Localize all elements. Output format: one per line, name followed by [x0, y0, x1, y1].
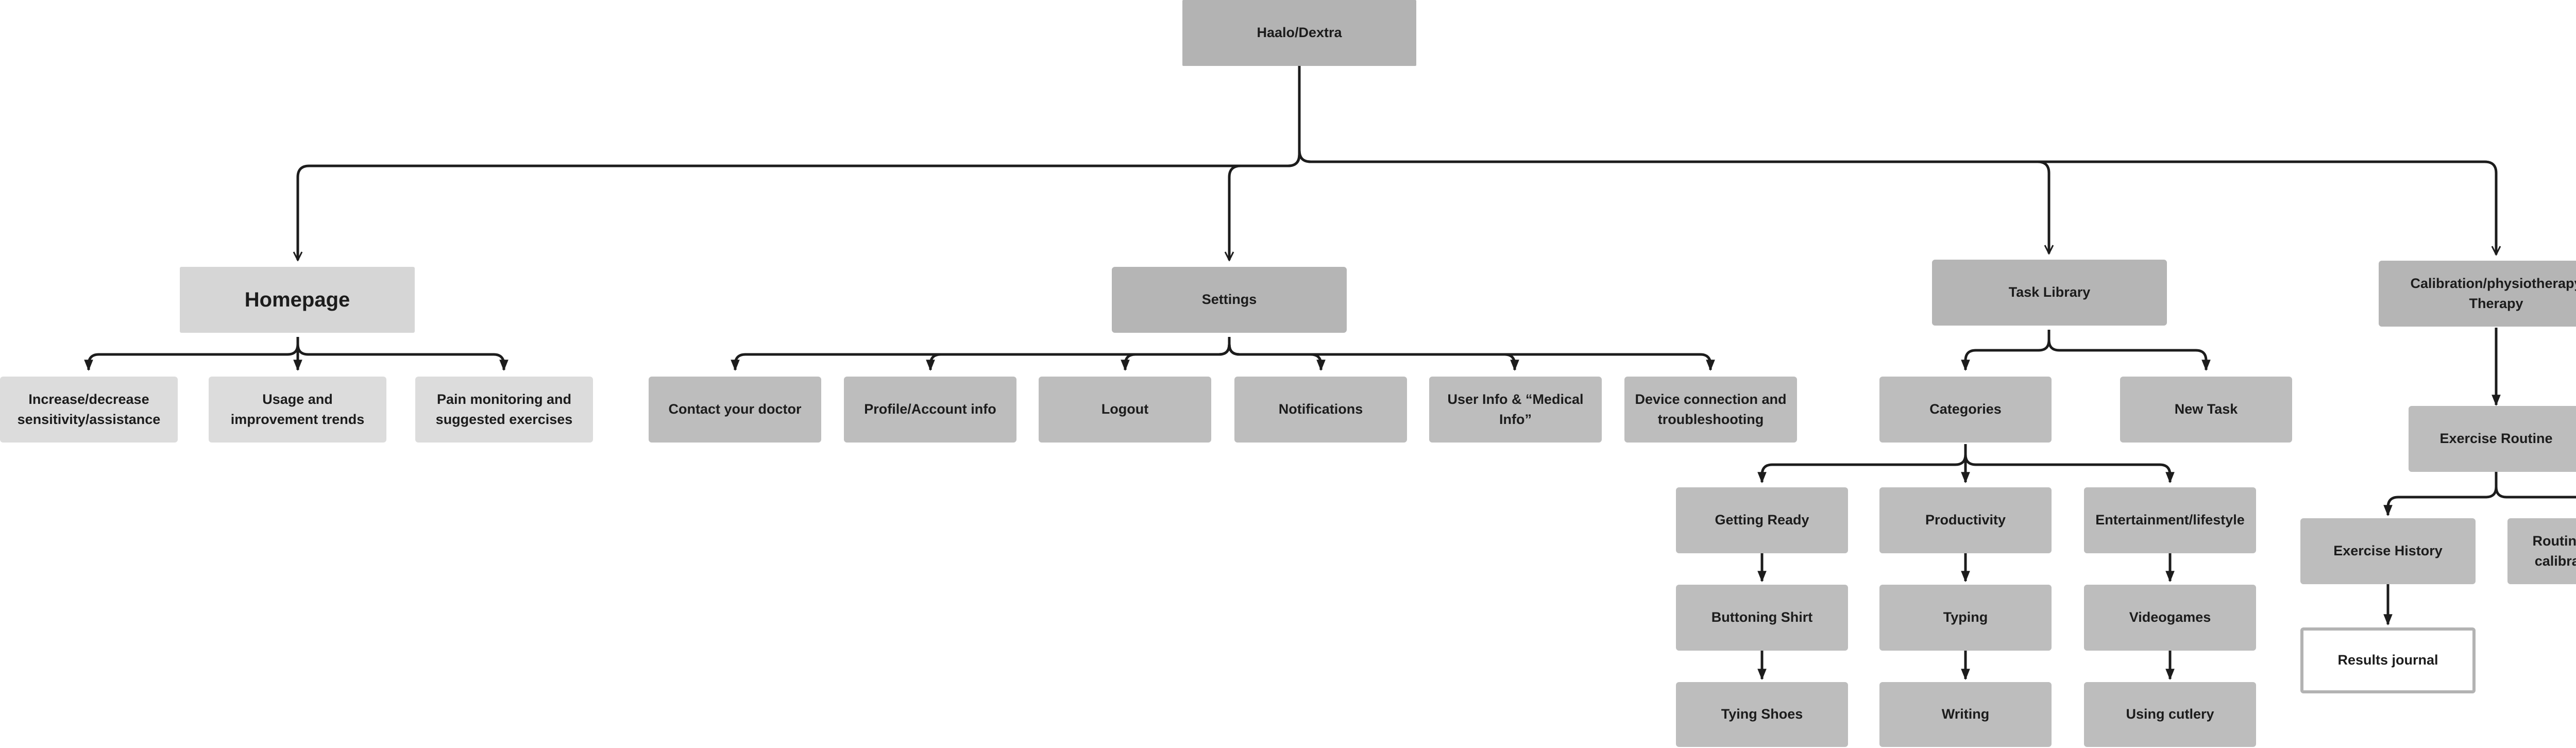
typing-node[interactable]: Typing [1879, 585, 2052, 651]
new-task-node[interactable]: New Task [2120, 377, 2292, 443]
edge-routine-routine-of-day [2495, 472, 2576, 499]
profile-account-node[interactable]: Profile/Account info [844, 377, 1016, 443]
tying-shoes-node[interactable]: Tying Shoes [1676, 682, 1848, 747]
edge-routine-exercise-history [2383, 472, 2498, 517]
device-connection-node[interactable]: Device connection and troubleshooting [1624, 377, 1797, 443]
edge-homepage-pain-monitoring [296, 337, 509, 371]
edge-categories-getting-ready [1757, 444, 1967, 484]
results-journal-node[interactable]: Results journal [2300, 627, 2476, 693]
edge-settings-logout [1121, 337, 1231, 371]
edge-homepage-increase-decrease [84, 337, 299, 371]
edge-root-settings [1229, 66, 1301, 260]
calibration-node[interactable]: Calibration/physiotherapy Therapy [2379, 261, 2576, 327]
edge-task-library-new-task [2047, 330, 2211, 371]
productivity-node[interactable]: Productivity [1879, 487, 2052, 553]
edge-settings-device-connection [1228, 337, 1715, 371]
root-node[interactable]: Haalo/Dextra [1182, 0, 1416, 66]
writing-node[interactable]: Writing [1879, 682, 2052, 747]
using-cutlery-node[interactable]: Using cutlery [2084, 682, 2256, 747]
task-library-node[interactable]: Task Library [1932, 260, 2167, 326]
edge-categories-entertainment [1964, 444, 2175, 484]
pain-monitoring-node[interactable]: Pain monitoring and suggested exercises [415, 377, 593, 443]
homepage-node[interactable]: Homepage [180, 267, 415, 333]
user-info-node[interactable]: User Info & “Medical Info” [1429, 377, 1602, 443]
categories-node[interactable]: Categories [1879, 377, 2052, 443]
edge-root-calibration [1298, 66, 2496, 254]
edge-root-task-library [1298, 66, 2049, 253]
notifications-node[interactable]: Notifications [1234, 377, 1407, 443]
exercise-routine-node[interactable]: Exercise Routine [2409, 406, 2576, 472]
contact-doctor-node[interactable]: Contact your doctor [649, 377, 821, 443]
videogames-node[interactable]: Videogames [2084, 585, 2256, 651]
usage-trends-node[interactable]: Usage and improvement trends [209, 377, 386, 443]
increase-decrease-node[interactable]: Increase/decrease sensitivity/assistance [0, 377, 178, 443]
edge-task-library-categories [1961, 330, 2050, 371]
buttoning-shirt-node[interactable]: Buttoning Shirt [1676, 585, 1848, 651]
routine-of-day-node[interactable]: Routine of the day, calibration built in [2507, 518, 2576, 584]
exercise-history-node[interactable]: Exercise History [2300, 518, 2476, 584]
logout-node[interactable]: Logout [1039, 377, 1211, 443]
edge-root-homepage [298, 66, 1301, 260]
settings-node[interactable]: Settings [1112, 267, 1347, 333]
getting-ready-node[interactable]: Getting Ready [1676, 487, 1848, 553]
entertainment-node[interactable]: Entertainment/lifestyle [2084, 487, 2256, 553]
